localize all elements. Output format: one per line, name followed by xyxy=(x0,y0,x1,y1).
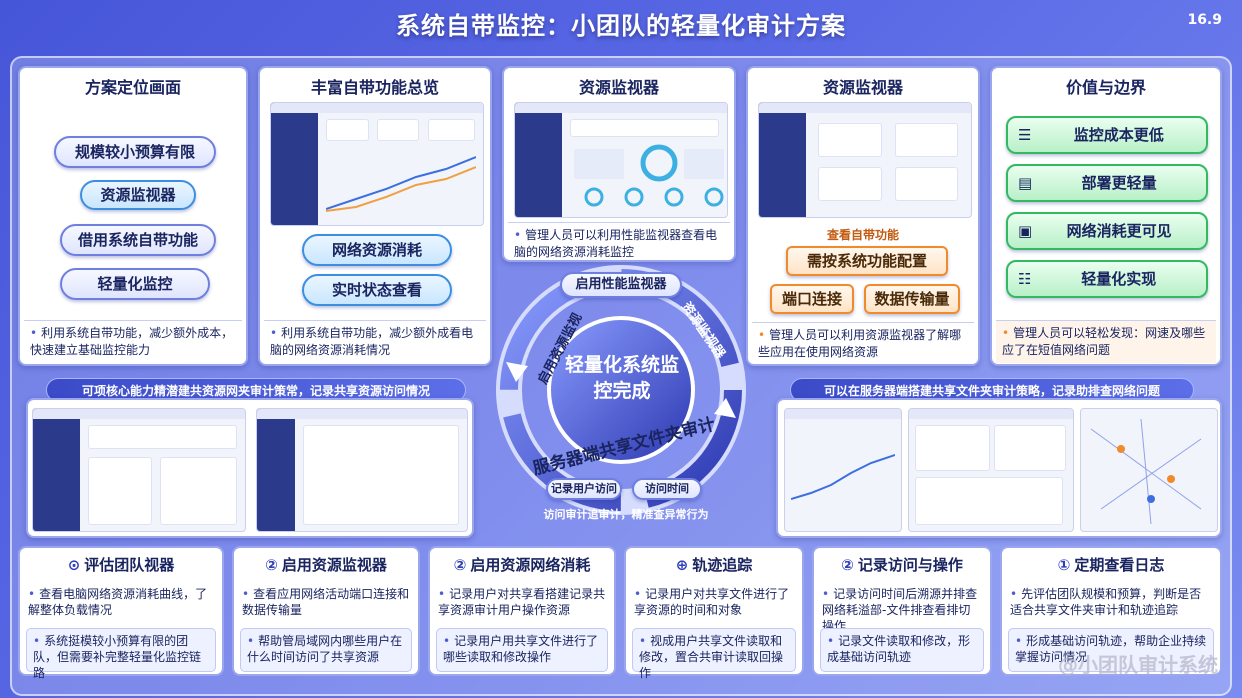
ring-footnote: 访问审计追审计，精准查异常行为 xyxy=(543,508,709,521)
screenshot-chart xyxy=(784,408,902,532)
pill-builtin-function: 借用系统自带功能 xyxy=(60,224,216,256)
panel-note: 利用系统自带功能，减少额外成本，快速建立基础监控能力 xyxy=(24,320,242,363)
bottom-panel-6: ①定期查看日志先评估团队规模和预算，判断是否适合共享文件夹审计和轨迹追踪形成基础… xyxy=(1000,546,1222,676)
watermark: @小团队审计系统 xyxy=(1058,653,1218,677)
panel-subtitle: 查看自带功能 xyxy=(826,228,899,242)
pill-visible-network: ▣网络消耗更可见 xyxy=(1006,212,1208,250)
pill-lower-cost: ☰监控成本更低 xyxy=(1006,116,1208,154)
panel-title: 价值与边界 xyxy=(1065,78,1146,97)
screenshots-left xyxy=(26,398,474,538)
panel-value-boundary: 价值与边界 ☰监控成本更低 ▤部署更轻量 ▣网络消耗更可见 ☷轻量化实现 管理人… xyxy=(990,66,1222,366)
panel-note: 管理人员可以利用性能监视器查看电脑的网络资源消耗监控 xyxy=(508,222,730,265)
panel-note: 利用系统自带功能，减少额外成看电脑的网络资源消耗情况 xyxy=(264,320,486,363)
panel-title: 资源监视器 xyxy=(822,78,903,97)
pill-lightweight: 轻量化监控 xyxy=(60,268,210,300)
panel-resource-monitor-a: 资源监视器 管理人员可以利用性能监视器查看电脑的网络资源消耗监控 xyxy=(502,66,736,262)
pill-lighter-deploy: ▤部署更轻量 xyxy=(1006,164,1208,202)
panel-title: 方案定位画面 xyxy=(84,78,181,97)
panel-title: 丰富自带功能总览 xyxy=(310,78,439,97)
track-icon: ⊕ xyxy=(675,556,689,574)
pill-realtime-status: 实时状态查看 xyxy=(302,274,452,306)
chart-icon: ▤ xyxy=(1018,174,1033,192)
center-title: 轻量化系统监控完成 xyxy=(564,354,679,402)
network-map-graphic xyxy=(1090,418,1202,525)
ring-label-top: 启用性能监视器 xyxy=(560,272,682,298)
page-title: 系统自带监控：小团队的轻量化审计方案 xyxy=(396,12,846,40)
pill-resource-monitor: 资源监视器 xyxy=(80,180,196,210)
bottom-panel-3: ②启用资源网络消耗记录用户对共享看搭建记录共享资源审计用户操作资源记录用户用共享… xyxy=(428,546,616,676)
step-one-icon: ① xyxy=(1057,556,1071,574)
location-icon: ⊙ xyxy=(67,556,81,574)
screenshot-network-map xyxy=(1080,408,1218,532)
panel-note: 管理人员可以利用资源监视器了解哪些应用在使用网络资源 xyxy=(752,322,974,365)
bottom-panel-1: ⊙评估团队视器查看电脑网络资源消耗曲线，了解整体负载情况系统挺模较小预算有限的团… xyxy=(18,546,224,680)
list-icon: ☷ xyxy=(1018,270,1032,288)
window-icon: ▣ xyxy=(1018,222,1033,240)
monitor-screenshot xyxy=(758,102,972,218)
dashboard-screenshot xyxy=(270,102,484,226)
screenshot-grid xyxy=(908,408,1074,532)
pill-lightweight-impl: ☷轻量化实现 xyxy=(1006,260,1208,298)
chip-record-user-access: 记录用户访问 xyxy=(546,478,622,500)
panel-title: 资源监视器 xyxy=(578,78,659,97)
step-two-icon: ② xyxy=(453,556,467,574)
pill-data-volume: 数据传输量 xyxy=(864,284,960,314)
chip-access-time: 访问时间 xyxy=(632,478,702,500)
page-number: 16.9 xyxy=(1187,12,1222,28)
step-two-icon: ② xyxy=(841,556,854,574)
pill-port-connection: 端口连接 xyxy=(770,284,854,314)
screenshot-table xyxy=(256,408,468,532)
screenshot-dashboard xyxy=(32,408,246,532)
panel-features-overview: 丰富自带功能总览 网络资源消耗 实时状态查看 利用系统自带功能，减少额外成看电脑… xyxy=(258,66,492,366)
bottom-panel-5: ②记录访问与操作记录访问时间后溯源并排查网络耗溢部-文件排查看排切操作记录文件读… xyxy=(812,546,992,676)
panel-note: 管理人员可以轻松发现：网速及哪些应了在短值网络问题 xyxy=(996,320,1216,363)
panel-positioning: 方案定位画面 规模较小预算有限 资源监视器 借用系统自带功能 轻量化监控 利用系… xyxy=(18,66,248,366)
pill-small-budget: 规模较小预算有限 xyxy=(54,136,216,168)
pill-configure: 需按系统功能配置 xyxy=(786,246,948,276)
trend-graphic xyxy=(791,454,895,500)
bottom-panel-4: ⊕轨迹追踪记录用户对共享文件进行了享资源的时间和对象视成用户共享文件读取和修改，… xyxy=(624,546,804,680)
pill-network-consumption: 网络资源消耗 xyxy=(302,234,452,266)
bottom-panel-2: ②启用资源监视器查看应用网络活动端口连接和数据传输量帮助管局域网内哪些用户在什么… xyxy=(232,546,420,676)
gauge-graphic xyxy=(574,144,725,207)
panel-resource-monitor-b: 资源监视器 查看自带功能 需按系统功能配置 端口连接 数据传输量 管理人员可以利… xyxy=(746,66,980,366)
document-icon: ☰ xyxy=(1018,126,1032,144)
step-two-icon: ② xyxy=(265,556,278,574)
monitor-screenshot xyxy=(514,102,728,218)
line-chart-graphic xyxy=(326,156,477,212)
screenshots-right xyxy=(776,398,1222,538)
